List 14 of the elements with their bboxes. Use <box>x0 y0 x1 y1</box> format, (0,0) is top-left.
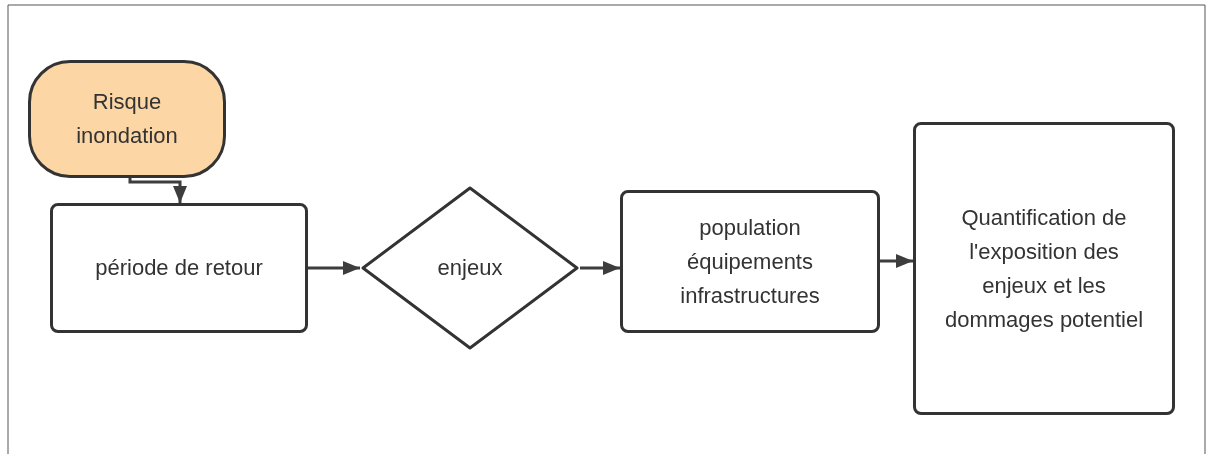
node-label: Quantification de l'exposition des enjeux et les dommages potentiel <box>943 203 1145 334</box>
arrow <box>580 261 620 275</box>
process-box <box>620 190 880 333</box>
decision-diamond <box>360 185 580 351</box>
arrow <box>308 261 360 275</box>
arrow <box>128 178 187 203</box>
node-label: enjeux <box>437 254 503 282</box>
arrow <box>880 254 913 268</box>
process-box <box>913 122 1175 415</box>
node-label: population équipements infrastructures <box>679 213 821 310</box>
process-box <box>50 203 308 333</box>
node-label: Risque inondation <box>75 88 179 150</box>
node-label: période de retour <box>95 254 263 282</box>
start-terminal <box>28 60 226 178</box>
